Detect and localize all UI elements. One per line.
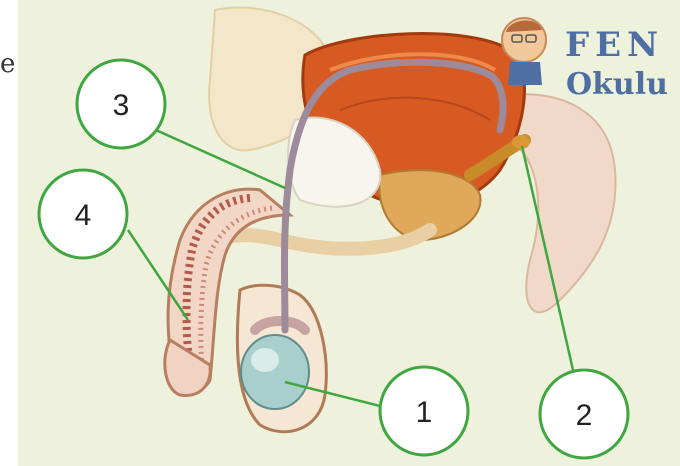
testis-highlight <box>251 348 279 372</box>
callout-1: 1 <box>380 367 468 455</box>
testis <box>241 335 309 409</box>
watermark-line1: FEN <box>565 25 664 65</box>
callout-label-4: 4 <box>75 199 92 232</box>
edge-char: e <box>0 49 15 79</box>
callout-3: 3 <box>77 60 165 148</box>
watermark-line2: Okulu <box>566 67 668 102</box>
callout-label-3: 3 <box>113 89 130 122</box>
mascot-body-icon <box>508 62 542 85</box>
callout-label-2: 2 <box>576 399 593 432</box>
callout-2: 2 <box>540 370 628 458</box>
callout-label-1: 1 <box>416 396 433 429</box>
callout-4: 4 <box>39 170 127 258</box>
